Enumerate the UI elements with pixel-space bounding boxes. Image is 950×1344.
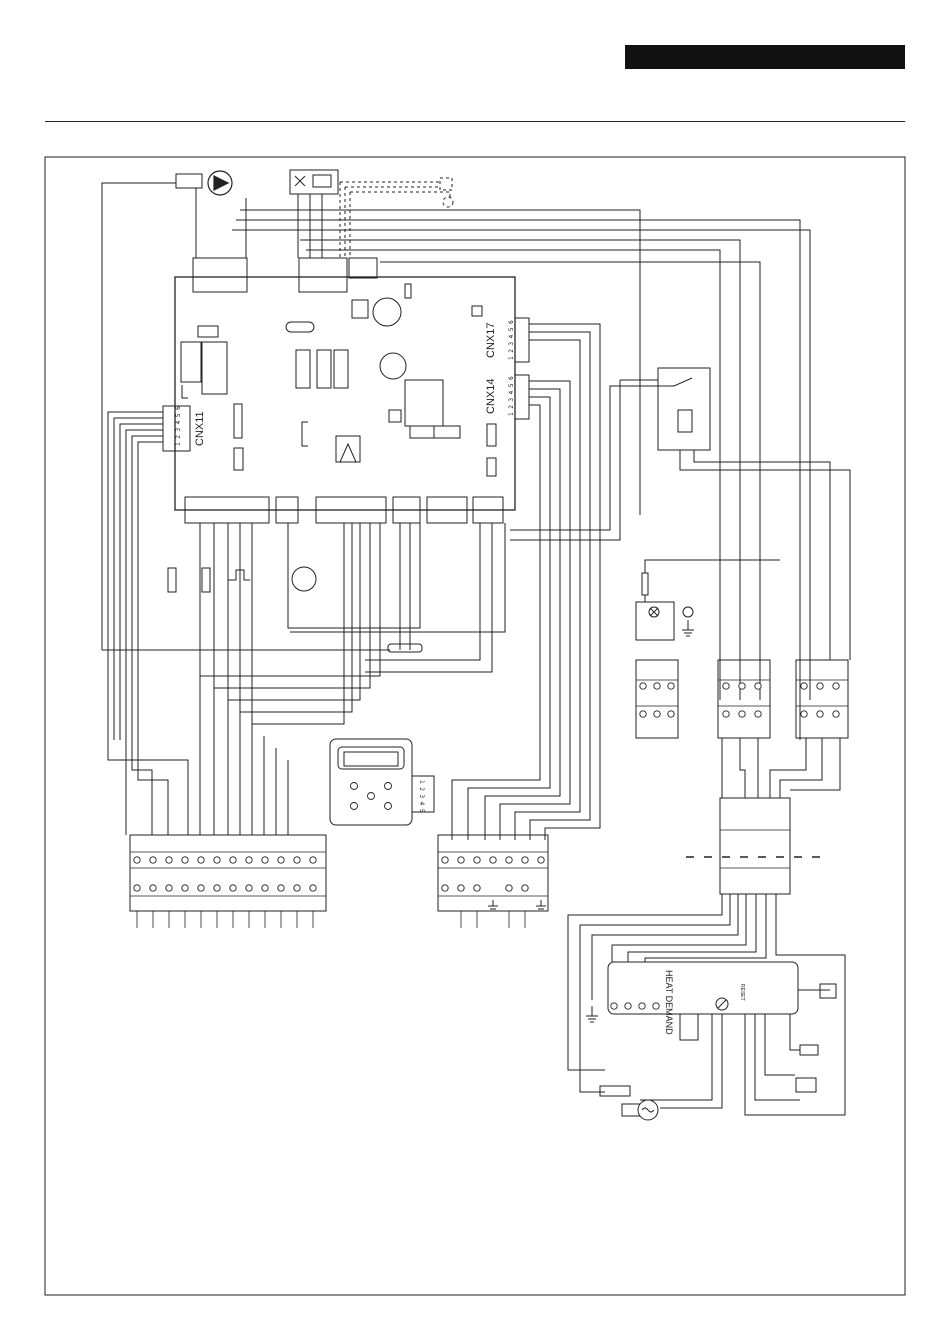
pump-icon bbox=[208, 171, 232, 195]
cnx14-label: CNX14 bbox=[485, 379, 497, 414]
heat-demand-module bbox=[608, 962, 798, 1014]
display-connector-pins: 1 2 3 4 5 bbox=[418, 780, 425, 813]
terminal-group-c bbox=[796, 660, 848, 738]
terminal-group-a bbox=[636, 660, 678, 738]
thermostat-icon bbox=[716, 998, 728, 1010]
ac-source-icon bbox=[642, 1108, 654, 1112]
lamp-icon bbox=[650, 608, 658, 616]
cnx11-pins: 1 2 3 4 5 6 bbox=[175, 406, 182, 446]
valve-icon bbox=[295, 176, 305, 186]
heat-demand-label: HEAT DEMAND bbox=[664, 970, 674, 1035]
terminal-block-middle bbox=[438, 835, 548, 911]
relay-box bbox=[658, 368, 710, 450]
diagram-frame bbox=[45, 157, 905, 1295]
cnx17-pins: 1 2 3 4 5 6 bbox=[508, 320, 515, 360]
cnx14-pins: 1 2 3 4 5 6 bbox=[508, 376, 515, 416]
cnx17-label: CNX17 bbox=[485, 323, 497, 358]
junction-block bbox=[720, 798, 790, 894]
terminal-group-b bbox=[718, 660, 770, 738]
reset-label: RESET bbox=[739, 984, 745, 1001]
terminal-block-left bbox=[130, 835, 326, 911]
cnx11-label: CNX11 bbox=[194, 411, 206, 446]
